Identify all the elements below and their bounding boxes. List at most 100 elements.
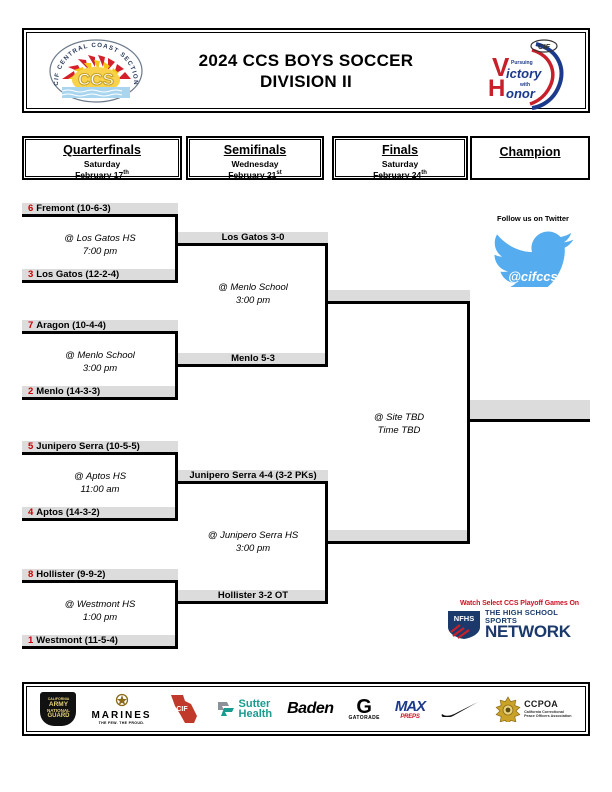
qf2-time: 3:00 pm xyxy=(82,362,118,374)
sf1-connector xyxy=(325,245,328,367)
sponsor-marines: MARINES THE FEW. THE PROUD. xyxy=(91,689,151,729)
ng-line-3: NATIONAL xyxy=(47,707,70,713)
sponsor-baden: Baden xyxy=(287,689,334,729)
qf3-time: 11:00 am xyxy=(80,483,120,495)
gatorade-g-icon: G xyxy=(356,695,372,718)
round-name: Quarterfinals xyxy=(63,143,141,157)
svg-text:CCS: CCS xyxy=(78,70,114,89)
sponsor-ccpoa: CCPOA California Correctional Peace Offi… xyxy=(495,689,572,729)
qf3-top-team: 5 Junipero Serra (10-5-5) xyxy=(22,441,178,455)
ng-line-2: ARMY xyxy=(48,700,69,708)
qf2-bottom-team: 2 Menlo (14-3-3) xyxy=(22,386,178,400)
round-date: February 24th xyxy=(373,169,427,180)
qf2-top-team: 7 Aragon (10-4-4) xyxy=(22,320,178,334)
ccs-logo: CCS CIF CENTRAL COAST SECTION xyxy=(46,37,146,105)
ccpoa-line-2: California Correctional xyxy=(524,709,564,714)
round-day: Wednesday xyxy=(231,158,279,169)
nfhs-line-2: NETWORK xyxy=(485,622,571,641)
final-connector xyxy=(467,303,470,544)
qf4-top-team: 8 Hollister (9-9-2) xyxy=(22,569,178,583)
gatorade-name: GATORADE xyxy=(348,714,380,721)
qf1-bottom-team: 3 Los Gatos (12-2-4) xyxy=(22,269,178,283)
round-date: February 21st xyxy=(228,169,282,180)
round-name: Semifinals xyxy=(223,143,287,157)
round-header-quarterfinals: Quarterfinals Saturday February 17th xyxy=(22,136,182,180)
sponsor-sutter-health: Sutter Health xyxy=(216,689,273,729)
sf1-bottom-result: Menlo 5-3 xyxy=(178,353,328,367)
sponsor-gatorade: G GATORADE xyxy=(348,689,379,729)
twitter-promo[interactable]: Follow us on Twitter @cifccs xyxy=(480,214,586,298)
seed-number: 8 xyxy=(28,569,34,580)
svg-text:with: with xyxy=(519,82,530,88)
ccpoa-line-3: Peace Officers Association xyxy=(524,713,572,718)
sf1-site: @ Menlo School xyxy=(218,282,288,293)
qf4-site-time: @ Westmont HS 1:00 pm xyxy=(22,599,178,625)
twitter-handle: @cifccs xyxy=(508,269,558,284)
qf4-connector xyxy=(175,582,178,649)
qf1-top-team: 6 Fremont (10-6-3) xyxy=(22,203,178,217)
qf2-site-time: @ Menlo School 3:00 pm xyxy=(22,350,178,376)
ccpoa-name: CCPOA xyxy=(524,698,559,709)
sponsor-cif-california: CIF xyxy=(167,689,201,729)
qf3-site-time: @ Aptos HS 11:00 am xyxy=(22,471,178,497)
baden-name: Baden xyxy=(287,700,334,717)
result-text: Los Gatos 3-0 xyxy=(221,232,285,243)
sutter-mark-icon xyxy=(217,702,234,716)
california-state-icon: CIF xyxy=(170,695,197,723)
qf1-site-time: @ Los Gatos HS 7:00 pm xyxy=(22,233,178,259)
final-site-time: @ Site TBD Time TBD xyxy=(328,412,470,438)
sponsor-army-national-guard: CALIFORNIA ARMY NATIONAL GUARD xyxy=(40,689,77,729)
qf4-time: 1:00 pm xyxy=(82,611,118,623)
nfhs-promo-text: Watch Select CCS Playoff Games On xyxy=(460,600,579,607)
qf2-connector xyxy=(175,333,178,400)
seed-number: 1 xyxy=(28,635,34,646)
qf2-site: @ Menlo School xyxy=(65,350,135,361)
seed-number: 6 xyxy=(28,203,34,214)
maxpreps-line-1: MAX xyxy=(394,697,426,715)
banner-inner-border xyxy=(26,32,586,109)
seed-number: 2 xyxy=(28,386,34,397)
team-name: Fremont (10-6-3) xyxy=(36,203,111,214)
sf2-bottom-result: Hollister 3-2 OT xyxy=(178,590,328,604)
team-name: Junipero Serra (10-5-5) xyxy=(36,441,140,452)
result-text: Junipero Serra 4-4 (3-2 PKs) xyxy=(189,470,317,481)
title-line-2: DIVISION II xyxy=(259,71,353,91)
qf1-connector xyxy=(175,216,178,283)
round-name: Champion xyxy=(499,145,561,159)
nfhs-shield-icon: NFHS xyxy=(448,610,480,639)
champion-slot xyxy=(470,400,590,422)
twitter-bird-wrap: @cifccs xyxy=(480,225,586,298)
seed-number: 7 xyxy=(28,320,34,331)
marines-name: MARINES xyxy=(91,709,152,721)
nfhs-line-1: THE HIGH SCHOOL SPORTS xyxy=(485,608,558,625)
sf2-time: 3:00 pm xyxy=(235,542,271,554)
team-name: Aragon (10-4-4) xyxy=(36,320,106,331)
result-text: Menlo 5-3 xyxy=(231,353,275,364)
qf3-site: @ Aptos HS xyxy=(73,471,127,482)
seed-number: 4 xyxy=(28,507,34,518)
sutter-line-2: Health xyxy=(238,708,273,720)
round-name: Finals xyxy=(381,143,419,157)
svg-text:onor: onor xyxy=(506,86,536,101)
team-name: Menlo (14-3-3) xyxy=(36,386,101,397)
sf1-time: 3:00 pm xyxy=(235,294,271,306)
marines-eagle-icon xyxy=(115,693,128,706)
twitter-bird-icon xyxy=(491,231,574,298)
cif-label: CIF xyxy=(176,706,188,713)
team-name: Westmont (11-5-4) xyxy=(36,635,118,646)
ng-line-1: CALIFORNIA xyxy=(47,697,70,702)
nfhs-network-promo[interactable]: Watch Select CCS Playoff Games On NFHS T… xyxy=(447,600,592,640)
sf2-site: @ Junipero Serra HS xyxy=(207,530,299,541)
svg-text:H: H xyxy=(488,75,505,102)
svg-text:ictory: ictory xyxy=(506,66,542,81)
round-day: Saturday xyxy=(83,158,121,169)
team-name: Aptos (14-3-2) xyxy=(36,507,100,518)
seed-number: 5 xyxy=(28,441,34,452)
qf4-bottom-team: 1 Westmont (11-5-4) xyxy=(22,635,178,649)
title-banner: CCS CIF CENTRAL COAST SECTION 2024 CCS B… xyxy=(22,28,590,113)
round-day: Saturday xyxy=(381,158,419,169)
sf1-site-time: @ Menlo School 3:00 pm xyxy=(178,282,328,308)
sf2-top-result: Junipero Serra 4-4 (3-2 PKs) xyxy=(178,470,328,484)
sf1-top-result: Los Gatos 3-0 xyxy=(178,232,328,246)
svg-text:V: V xyxy=(492,52,510,82)
